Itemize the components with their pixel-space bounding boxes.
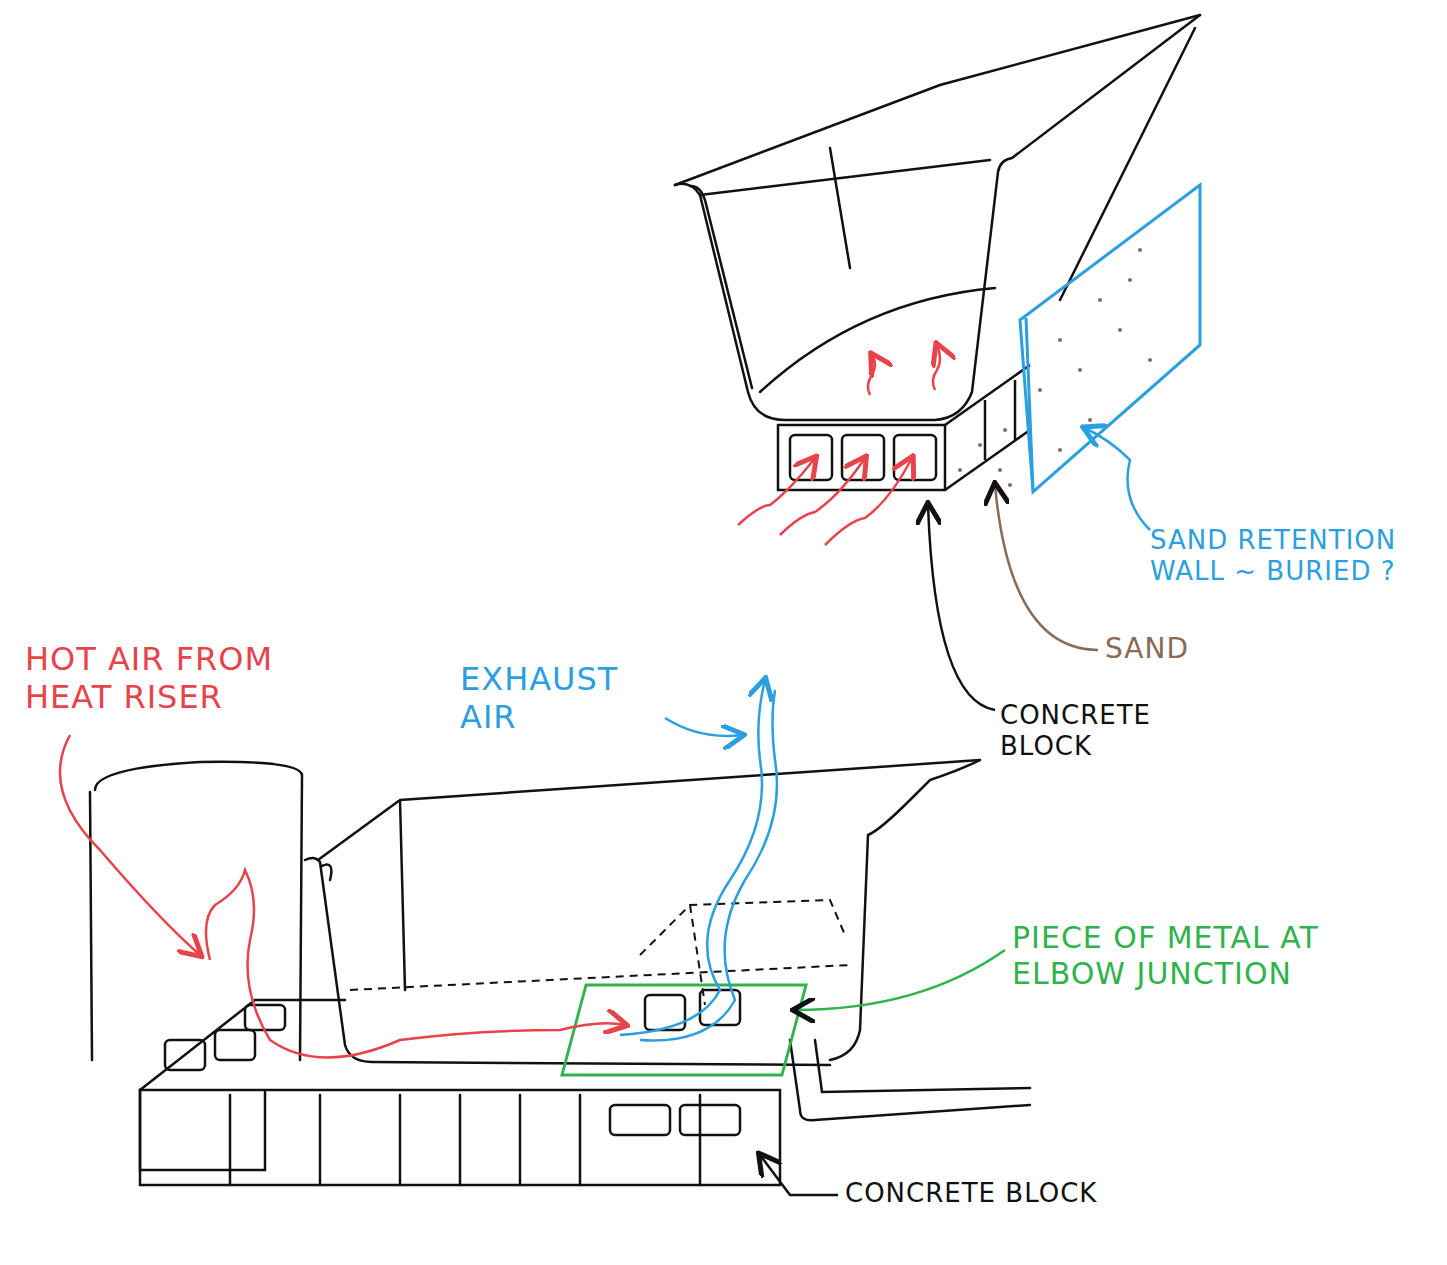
leader-line: [1085, 428, 1150, 530]
hidden-blocks: [350, 900, 850, 1005]
hot-air-arrows: [738, 345, 940, 545]
callout-label: EXHAUST AIR: [460, 660, 670, 737]
leader-line: [795, 950, 1005, 1010]
callout-label: PIECE OF METAL AT ELBOW JUNCTION: [1012, 920, 1342, 992]
callout-label: SAND: [1105, 632, 1235, 666]
leader-line: [60, 735, 200, 955]
metal-plate: [562, 985, 806, 1075]
callout-label: HOT AIR FROM HEAT RISER: [25, 640, 365, 717]
callout-label: CONCRETE BLOCK: [845, 1178, 1175, 1209]
leader-line: [928, 505, 995, 710]
hot-air-flow: [206, 870, 625, 1058]
exhaust-flow: [620, 680, 765, 1035]
callout-label: CONCRETE BLOCK: [1000, 700, 1220, 762]
leader-line: [995, 485, 1098, 650]
lower-assembly: [90, 760, 1030, 1185]
exhaust-flow: [640, 690, 777, 1041]
sand-dots: [958, 248, 1152, 487]
leader-line: [665, 718, 742, 736]
upper-tub: [675, 15, 1200, 420]
sand-retention-wall: [1020, 185, 1200, 492]
leader-line: [760, 1155, 838, 1195]
callout-label: SAND RETENTION WALL ~ BURIED ?: [1150, 525, 1440, 587]
